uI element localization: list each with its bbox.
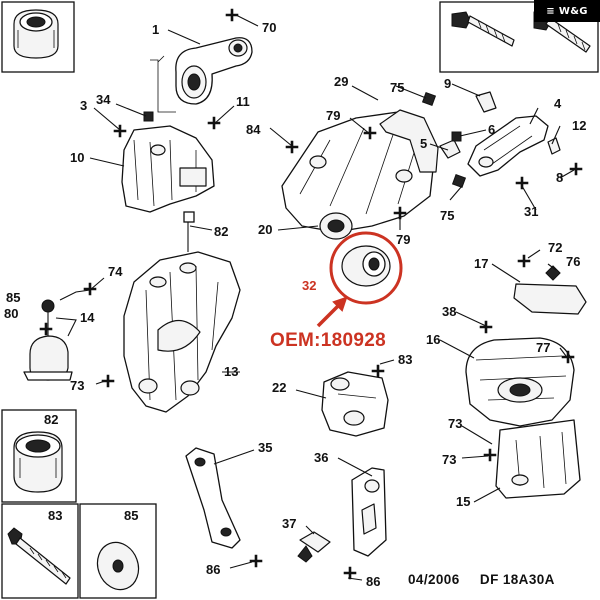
part-13-main-bracket [123, 216, 241, 413]
callout-17: 17 [474, 256, 488, 271]
callout-85: 85 [6, 290, 20, 305]
part-35-strap [185, 447, 241, 549]
logo-text: W&G [558, 5, 588, 17]
callout-73-left: 73 [70, 378, 84, 393]
callout-32: 32 [302, 278, 316, 293]
callout-35: 35 [258, 440, 272, 455]
callout-31: 31 [524, 204, 538, 219]
callout-76: 76 [566, 254, 580, 269]
part-32-bushing [341, 245, 391, 287]
oem-number-label: OEM:180928 [270, 330, 387, 351]
callout-37: 37 [282, 516, 296, 531]
callout-numbers: 1 70 3 34 11 10 82 74 85 80 14 73 13 84 … [4, 20, 586, 589]
callout-10: 10 [70, 150, 84, 165]
callout-20: 20 [258, 222, 272, 237]
callout-83: 83 [398, 352, 412, 367]
footer-date: 04/2006 [408, 572, 460, 587]
callout-1: 1 [152, 22, 159, 37]
callout-86-right: 86 [366, 574, 380, 589]
callout-9: 9 [444, 76, 451, 91]
part-4-link-bracket [439, 91, 561, 177]
callout-4: 4 [554, 96, 562, 111]
inset-label-83: 83 [48, 508, 62, 523]
part-14-small-mount [23, 299, 73, 381]
callout-72: 72 [548, 240, 562, 255]
callout-13: 13 [224, 364, 238, 379]
inset-82 [1, 409, 77, 503]
callout-80: 80 [4, 306, 18, 321]
part-36-plate [351, 467, 387, 557]
callout-75-top: 75 [390, 80, 404, 95]
footer-code: DF 18A30A [479, 572, 555, 587]
callout-36: 36 [314, 450, 328, 465]
callout-22: 22 [272, 380, 286, 395]
part-15-bottom-bracket [495, 419, 581, 499]
leader-lines [55, 14, 575, 581]
part-10-left-bracket [121, 125, 215, 213]
callout-15: 15 [456, 494, 470, 509]
inset-top-right [439, 1, 599, 73]
callout-82: 82 [214, 224, 228, 239]
callout-34: 34 [96, 92, 111, 107]
callout-8: 8 [556, 170, 563, 185]
inset-label-82: 82 [44, 412, 58, 427]
part-20-engine-bracket [281, 109, 439, 240]
inset-85 [79, 503, 157, 599]
callout-84: 84 [246, 122, 261, 137]
callout-77: 77 [536, 340, 550, 355]
callout-79-bottom: 79 [396, 232, 410, 247]
brand-logo: ≡ W&G [534, 0, 600, 22]
callout-38: 38 [442, 304, 456, 319]
callout-16: 16 [426, 332, 440, 347]
callout-86-left: 86 [206, 562, 220, 577]
inset-label-85: 85 [124, 508, 138, 523]
callout-3: 3 [80, 98, 87, 113]
highlight-marks [316, 231, 403, 328]
inset-top-left [1, 1, 75, 73]
callout-74: 74 [108, 264, 123, 279]
callout-29: 29 [334, 74, 348, 89]
callout-6: 6 [488, 122, 495, 137]
diagram-footer: 04/2006 DF 18A30A [408, 572, 555, 587]
callout-79-top: 79 [326, 108, 340, 123]
callout-73-right-bottom: 73 [442, 452, 456, 467]
callout-12: 12 [572, 118, 586, 133]
part-1-torque-rod [150, 37, 253, 113]
nuts [143, 91, 561, 281]
inset-83 [1, 503, 79, 599]
callout-70: 70 [262, 20, 276, 35]
part-16-lower-mount [465, 283, 587, 427]
callout-5: 5 [420, 136, 427, 151]
callout-14: 14 [80, 310, 95, 325]
callout-75-bottom: 75 [440, 208, 454, 223]
callout-73-right-top: 73 [448, 416, 462, 431]
bolt-crosses [39, 8, 583, 580]
part-37-bolt [297, 531, 331, 563]
logo-mark: ≡ [546, 5, 555, 17]
part-22-block [321, 371, 389, 437]
callout-11: 11 [236, 94, 250, 109]
